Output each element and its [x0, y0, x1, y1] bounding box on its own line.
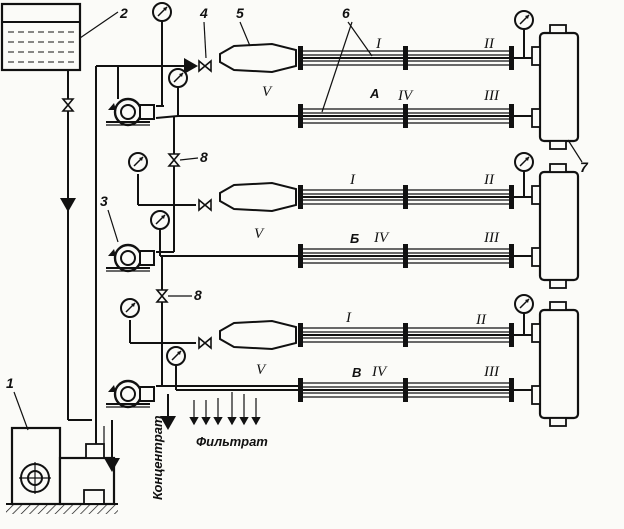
pressure-gauge — [120, 298, 140, 318]
membrane-bundle-upper — [297, 45, 515, 71]
circulation-pump-a — [104, 97, 156, 127]
callout-1: 1 — [6, 375, 14, 391]
section-IV: IV — [397, 88, 414, 104]
module-valve — [168, 153, 180, 167]
callout-7: 7 — [580, 159, 589, 175]
section-IV: IV — [371, 364, 388, 380]
callout-3: 3 — [100, 193, 108, 209]
pressure-gauge — [150, 210, 170, 230]
filtrate-label: Фильтрат — [196, 434, 268, 449]
circulation-pump-b — [104, 243, 156, 273]
membrane-head — [219, 182, 297, 212]
inlet-valve — [198, 199, 212, 211]
membrane-bundle-lower — [297, 377, 515, 403]
inlet-valve — [198, 60, 212, 72]
section-II: II — [483, 36, 495, 52]
module-c: I II III IV V В — [104, 256, 580, 428]
section-I: I — [349, 172, 356, 188]
module-b: I II III IV V Б — [104, 116, 580, 290]
circulation-pump-c — [104, 379, 156, 409]
membrane-bundle-lower — [297, 103, 515, 129]
collector — [530, 23, 580, 151]
tank-valve — [62, 98, 74, 112]
section-II: II — [475, 312, 487, 328]
section-I: I — [375, 36, 382, 52]
pressure-gauge — [514, 10, 534, 30]
module-letter: В — [352, 365, 361, 380]
section-III: III — [483, 88, 500, 104]
section-IV: IV — [373, 230, 390, 246]
callout-8-upper: 8 — [200, 149, 208, 165]
module-letter: Б — [350, 231, 359, 246]
collector — [530, 300, 580, 428]
section-V: V — [262, 84, 273, 100]
module-letter: A — [369, 86, 379, 101]
pressure-gauge — [128, 152, 148, 172]
pressure-gauge — [514, 294, 534, 314]
module-valve — [156, 289, 168, 303]
section-I: I — [345, 310, 352, 326]
callout-8-lower: 8 — [194, 287, 202, 303]
pressure-gauge — [168, 68, 188, 88]
section-II: II — [483, 172, 495, 188]
pressure-gauge — [152, 2, 172, 22]
membrane-bundle-upper — [297, 184, 515, 210]
callout-4: 4 — [199, 5, 208, 21]
pressure-gauge — [514, 152, 534, 172]
section-III: III — [483, 364, 500, 380]
inlet-valve — [198, 337, 212, 349]
callout-6: 6 — [342, 5, 350, 21]
membrane-head — [219, 320, 297, 350]
module-a: I II III IV V A — [104, 2, 580, 151]
concentrate-label: Концентрат — [150, 415, 165, 500]
callout-5: 5 — [236, 5, 244, 21]
section-V: V — [254, 226, 265, 242]
callout-2: 2 — [119, 5, 128, 21]
pressure-gauge — [166, 346, 186, 366]
tank — [0, 2, 82, 72]
filtrate-arrows — [189, 392, 261, 426]
collector — [530, 162, 580, 290]
membrane-bundle-lower — [297, 243, 515, 269]
main-pump-unit — [6, 426, 118, 514]
section-III: III — [483, 230, 500, 246]
membrane-head — [219, 43, 297, 73]
section-V: V — [256, 362, 267, 378]
